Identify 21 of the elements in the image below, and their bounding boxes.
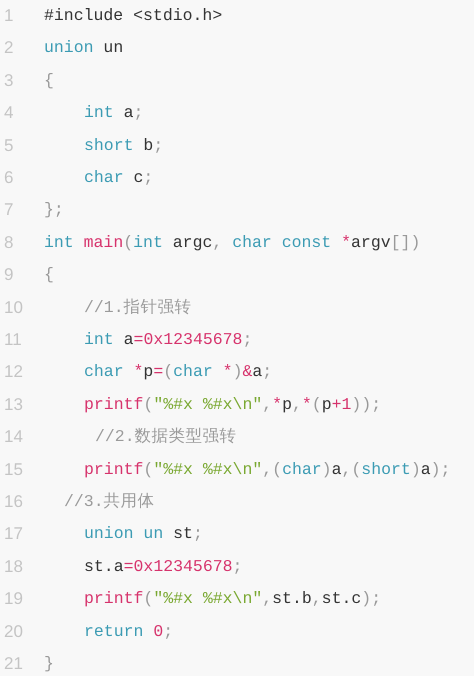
code-line: } xyxy=(44,654,54,674)
code-line: return 0; xyxy=(84,622,174,642)
code-line: { xyxy=(44,70,54,91)
code-line: //1.指针强转 xyxy=(84,298,192,318)
code-line: }; xyxy=(44,200,64,220)
code-line: char c; xyxy=(84,168,154,188)
code-line: //2.数据类型强转 xyxy=(95,427,237,448)
code-line: short b; xyxy=(84,136,164,156)
code-line: int a; xyxy=(84,103,144,124)
code-line: printf("%#x %#x\n",(char)a,(short)a); xyxy=(84,460,450,480)
code-line: union un st; xyxy=(84,524,203,544)
code-line: #include <stdio.h> xyxy=(44,6,222,26)
code-line: int a=0x12345678; xyxy=(84,330,252,350)
code-line: int main(int argc, char const *argv[]) xyxy=(44,232,420,253)
code-line: union un xyxy=(44,38,124,58)
code-line: //3.共用体 xyxy=(64,492,155,512)
code-line: st.a=0x12345678; xyxy=(84,556,242,577)
code-line: printf("%#x %#x\n",*p,*(p+1)); xyxy=(84,394,382,415)
code-line: char *p=(char *)&a; xyxy=(84,362,272,382)
code-line: printf("%#x %#x\n",st.b,st.c); xyxy=(84,589,382,610)
code-line: { xyxy=(44,265,54,286)
